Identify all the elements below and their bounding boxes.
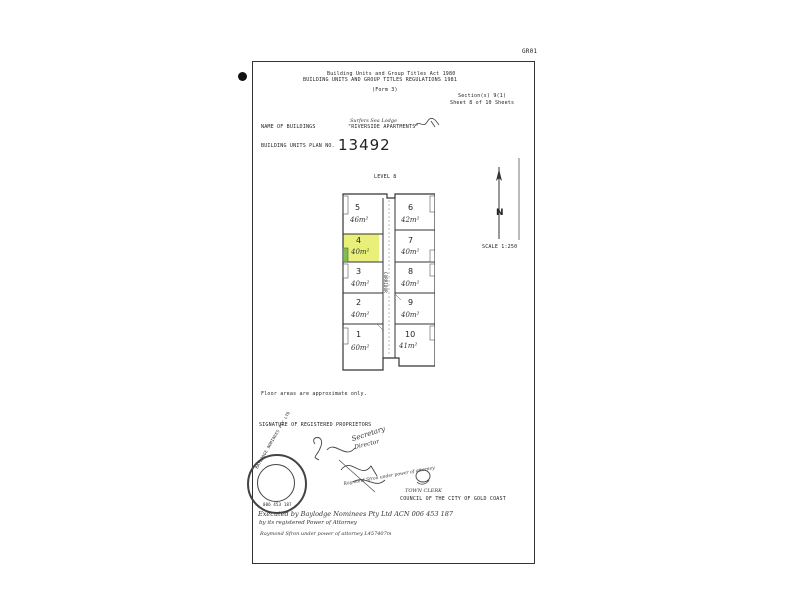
seal-acn: 006 453 187	[263, 502, 292, 507]
floor-area-note: Floor areas are approximate only.	[261, 391, 367, 397]
seal-text: BAYLODGE NOMINEES PTY LTD	[254, 410, 291, 470]
level-label: LEVEL 8	[374, 174, 397, 180]
execution-line-3: Raymond Sfron under power of attorney L4…	[260, 531, 392, 537]
unit-4-highlight	[343, 234, 379, 262]
regulations-title: BUILDING UNITS AND GROUP TITLES REGULATI…	[303, 77, 458, 83]
building-name-stamp: "RIVERSIDE APARTMENTS"	[348, 124, 419, 130]
unit-6-area: 42m²	[401, 216, 420, 224]
unit-9-area: 40m²	[401, 311, 420, 319]
unit-1-number: 1	[356, 330, 362, 339]
unit-1-area: 60m²	[351, 344, 370, 352]
north-label: N	[496, 208, 504, 218]
unit-3-area: 40m²	[351, 280, 370, 288]
unit-2-area: 40m²	[351, 311, 370, 319]
act-title: Building Units and Group Titles Act 1980	[327, 71, 456, 77]
unit-5-number: 5	[355, 203, 361, 212]
survey-plan-sheet: Building Units and Group Titles Act 1980…	[247, 61, 535, 564]
town-clerk-label: TOWN CLERK	[405, 488, 442, 494]
signature-scribbles	[313, 437, 386, 493]
unit-5-area: 46m²	[350, 216, 369, 224]
unit-4-number: 4	[356, 236, 362, 245]
north-arrow-icon	[496, 167, 502, 239]
execution-line-1: Executed by Baylodge Nominees Pty Ltd AC…	[258, 510, 453, 518]
scale-label: SCALE 1:250	[482, 244, 518, 250]
sheet-count: Sheet 8 of 10 Sheets	[450, 100, 515, 106]
town-clerk-signature	[415, 469, 431, 485]
signature-label: SIGNATURE OF REGISTERED PROPRIETORS	[259, 422, 372, 428]
unit-4-area: 40m²	[351, 248, 370, 256]
unit-8-number: 8	[408, 267, 414, 276]
unit-9-number: 9	[408, 298, 414, 307]
initials-scribble	[414, 117, 440, 128]
corridor-label: CORRIDOR	[383, 272, 388, 293]
level-floor-plan	[342, 193, 435, 371]
unit-10-area: 41m²	[399, 342, 418, 350]
council-label: COUNCIL OF THE CITY OF GOLD COAST	[400, 496, 506, 502]
execution-line-2: by its registered Power of Attorney	[259, 520, 357, 526]
corner-reference-mark: GR01	[522, 48, 538, 55]
unit-2-number: 2	[356, 298, 362, 307]
unit-7-area: 40m²	[401, 248, 420, 256]
plan-number-value: 13492	[338, 136, 391, 154]
unit-7-number: 7	[408, 236, 414, 245]
unit-8-area: 40m²	[401, 280, 420, 288]
section-label: Section(s) 9(1)	[458, 93, 507, 99]
margin-line	[518, 158, 520, 240]
unit-6-number: 6	[408, 203, 414, 212]
building-name-handwritten: Surfers Sea Lodge	[350, 118, 398, 124]
form-label: (Form 3)	[372, 87, 398, 93]
unit-10-number: 10	[405, 330, 416, 339]
company-seal: BAYLODGE NOMINEES PTY LTD 006 453 187	[247, 411, 307, 514]
plan-number-label: BUILDING UNITS PLAN NO.	[261, 143, 335, 149]
name-of-buildings-label: NAME OF BUILDINGS	[261, 124, 316, 130]
punch-hole-dot	[238, 72, 247, 81]
unit-3-number: 3	[356, 267, 362, 276]
